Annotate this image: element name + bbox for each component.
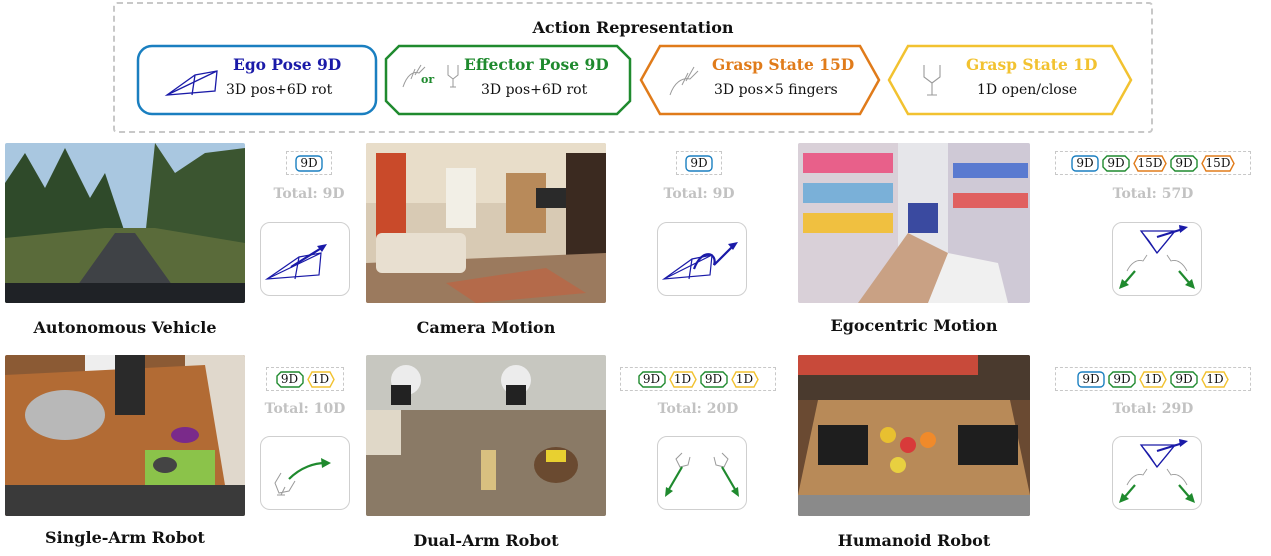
dimension-chip: 9D xyxy=(1071,154,1099,172)
chip-group-autonomous-vehicle: 9D xyxy=(286,151,332,175)
dimension-chip: 1D xyxy=(1201,370,1229,388)
arrow-icon xyxy=(290,246,324,268)
dimension-chip: 15D xyxy=(1133,154,1167,172)
grasp-15d-badge-shape xyxy=(639,44,881,116)
dimension-chip: 9D xyxy=(275,370,304,388)
total-camera-motion: Total: 9D xyxy=(663,186,735,202)
dimension-chip: 1D xyxy=(306,370,335,388)
ego-pose-badge-shape xyxy=(136,44,378,116)
motion-icon-card-camera-motion xyxy=(657,222,747,296)
humanoid-robot-image xyxy=(798,355,1030,516)
dimension-chip: 9D xyxy=(1108,370,1136,388)
total-single-arm-robot: Total: 10D xyxy=(264,401,346,417)
motion-icon-card-humanoid-robot xyxy=(1112,436,1202,510)
caption-egocentric-motion: Egocentric Motion xyxy=(830,316,998,335)
dimension-chip-label: 9D xyxy=(690,156,708,170)
dimension-chip: 9D xyxy=(1077,370,1105,388)
caption-single-arm-robot: Single-Arm Robot xyxy=(45,528,205,547)
dimension-chip-label: 1D xyxy=(735,372,754,386)
camera-frustum-icon xyxy=(164,70,218,96)
dimension-chip-label: 9D xyxy=(300,156,318,170)
dimension-chip-label: 15D xyxy=(1205,156,1231,170)
autonomous-vehicle-image xyxy=(5,143,245,303)
caption-autonomous-vehicle: Autonomous Vehicle xyxy=(33,318,217,337)
dimension-chip-label: 1D xyxy=(1144,372,1162,386)
effector-pose-title: Effector Pose 9D xyxy=(464,55,609,74)
caption-humanoid-robot: Humanoid Robot xyxy=(837,531,991,550)
dimension-chip-label: 9D xyxy=(642,372,661,386)
hand-icon xyxy=(669,66,699,96)
dimension-chip: 9D xyxy=(637,370,666,388)
dimension-chip: 9D xyxy=(1102,154,1130,172)
dimension-chip: 9D xyxy=(685,154,713,172)
dimension-chip-label: 1D xyxy=(1206,372,1224,386)
camera-frustum-icon xyxy=(1139,444,1177,469)
grasp-15d-title: Grasp State 15D xyxy=(712,55,855,74)
camera-motion-image xyxy=(366,143,606,303)
legend-title: Action Representation xyxy=(532,18,734,37)
ego-pose-subtitle: 3D pos+6D rot xyxy=(226,82,333,98)
grasp-1d-subtitle: 1D open/close xyxy=(977,82,1078,98)
chip-group-single-arm-robot: 9D 1D xyxy=(266,367,344,391)
dimension-chip: 9D xyxy=(295,154,323,172)
caption-camera-motion: Camera Motion xyxy=(416,318,556,337)
dimension-chip-label: 1D xyxy=(311,372,330,386)
total-humanoid-robot: Total: 29D xyxy=(1112,401,1194,417)
gripper-icon xyxy=(923,65,941,96)
effector-or-label: or xyxy=(421,73,435,86)
dimension-chip-label: 9D xyxy=(280,372,299,386)
camera-frustum-icon xyxy=(661,254,713,280)
dimension-chip: 1D xyxy=(1139,370,1167,388)
camera-frustum-icon xyxy=(1139,230,1177,255)
motion-icon-card-dual-arm-robot xyxy=(657,436,747,510)
grasp-1d-badge-shape xyxy=(887,44,1133,116)
dimension-chip: 9D xyxy=(699,370,728,388)
dimension-chip-label: 1D xyxy=(673,372,692,386)
dimension-chip-label: 9D xyxy=(1107,156,1125,170)
dimension-chip: 1D xyxy=(668,370,697,388)
dimension-chip: 9D xyxy=(1170,370,1198,388)
arrow-icon xyxy=(692,244,735,270)
effector-pose-subtitle: 3D pos+6D rot xyxy=(481,82,588,98)
total-dual-arm-robot: Total: 20D xyxy=(657,401,739,417)
chip-group-camera-motion: 9D xyxy=(676,151,722,175)
single-arm-robot-image xyxy=(5,355,245,516)
hand-icon xyxy=(1126,254,1188,272)
dimension-chip-label: 15D xyxy=(1137,156,1163,170)
arrow-icon xyxy=(288,461,326,480)
total-egocentric-motion: Total: 57D xyxy=(1112,186,1194,202)
motion-icon-card-autonomous-vehicle xyxy=(260,222,350,296)
dimension-chip-label: 9D xyxy=(1175,156,1193,170)
gripper-icon xyxy=(274,472,296,496)
effector-pose-badge-shape xyxy=(384,44,632,116)
dimension-chip-label: 9D xyxy=(1076,156,1094,170)
dimension-chip-label: 9D xyxy=(1113,372,1131,386)
chip-group-egocentric-motion: 9D 9D 15D 9D 15D xyxy=(1055,151,1251,175)
dimension-chip-label: 9D xyxy=(1175,372,1193,386)
dimension-chip-label: 9D xyxy=(1082,372,1100,386)
gripper-icon xyxy=(447,65,459,88)
total-autonomous-vehicle: Total: 9D xyxy=(273,186,345,202)
chip-group-humanoid-robot: 9D 9D 1D 9D 1D xyxy=(1055,367,1251,391)
grasp-1d-title: Grasp State 1D xyxy=(966,55,1098,74)
dimension-chip-label: 9D xyxy=(704,372,723,386)
dimension-chip: 15D xyxy=(1201,154,1235,172)
legend-box xyxy=(113,2,1153,133)
motion-icon-card-single-arm-robot xyxy=(260,436,350,510)
ego-pose-title: Ego Pose 9D xyxy=(233,55,342,74)
caption-dual-arm-robot: Dual-Arm Robot xyxy=(413,531,559,550)
motion-icon-card-egocentric-motion xyxy=(1112,222,1202,296)
dual-arm-robot-image xyxy=(366,355,606,516)
grasp-15d-subtitle: 3D pos×5 fingers xyxy=(714,82,838,98)
chip-group-dual-arm-robot: 9D 1D 9D 1D xyxy=(620,367,776,391)
egocentric-motion-image xyxy=(798,143,1030,303)
hand-icon xyxy=(402,64,426,88)
dimension-chip: 1D xyxy=(730,370,759,388)
gripper-icon xyxy=(675,452,729,468)
hand-icon xyxy=(1126,468,1188,486)
dimension-chip: 9D xyxy=(1170,154,1198,172)
